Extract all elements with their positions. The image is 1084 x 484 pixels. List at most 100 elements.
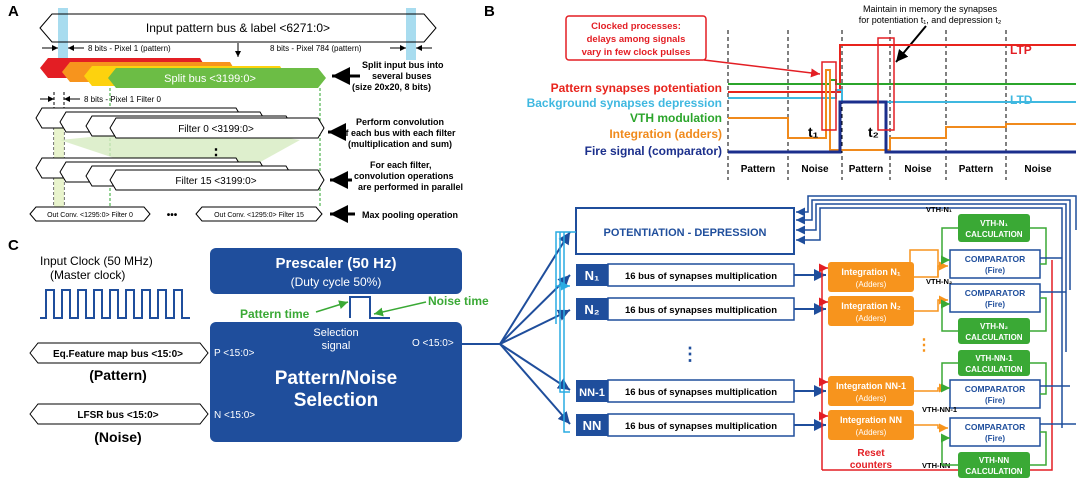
panel-a: A Input pattern bus & label <6271:0> 8 b… (8, 3, 463, 223)
mult-label-1: 16 bus of synapses multiplication (625, 271, 777, 282)
conv-note-2: of each bus with each filter (340, 128, 456, 138)
phase-5: Noise (1024, 164, 1052, 175)
noise-time-label: Noise time (428, 294, 489, 308)
pixel1-highlight (58, 8, 68, 60)
neuron-row-n: NN 16 bus of synapses multiplication (576, 413, 826, 437)
comparator-1: COMPARATOR (Fire) (949, 249, 1041, 279)
prescaler-box (210, 248, 462, 294)
integ-label-1: Integration N₁ (841, 267, 900, 277)
pixel1-label: 8 bits - Pixel 1 (pattern) (88, 44, 171, 53)
t1-window (821, 61, 837, 131)
integ-label-2: Integration N₂ (841, 301, 901, 311)
clock-waveform (40, 289, 190, 319)
pattern-label: (Pattern) (89, 367, 147, 383)
filter-bits-label: 8 bits - Pixel 1 Filter 0 (84, 95, 161, 104)
prescaler-sub: (Duty cycle 50%) (291, 275, 382, 289)
phase-4: Pattern (959, 164, 993, 175)
vth-calc-2-b: CALCULATION (965, 333, 1022, 342)
reset-2: counters (850, 460, 893, 471)
vth-label-n: VTH-NN (922, 461, 950, 470)
pixel784-highlight (406, 8, 416, 60)
split-note-1: Split input bus into (362, 60, 444, 70)
callout-1: Clocked processes: (591, 21, 681, 32)
pot-dep-label: POTENTIATION - DEPRESSION (604, 227, 767, 239)
clock-title: Input Clock (50 MHz) (40, 254, 153, 268)
out-conv-0-shape (29, 206, 151, 222)
memory-note-2: for potentiation t₁, and depression t₂ (859, 15, 1002, 25)
selection-signal-2: signal (322, 340, 351, 352)
selection-box (210, 322, 462, 442)
neuron-id-n-1: NN-1 (579, 387, 605, 399)
selection-title-1: Pattern/Noise (275, 368, 397, 389)
t2-label: t₂ (868, 124, 879, 140)
vth-calc-1-b: CALCULATION (965, 230, 1022, 239)
out-dots: ••• (167, 210, 178, 221)
n-port: N <15:0> (214, 410, 255, 421)
integration-n: Integration NN (Adders) (828, 410, 914, 440)
clocked-callout (565, 15, 707, 61)
noise-label: (Noise) (94, 429, 141, 445)
signal-potentiation (728, 44, 1076, 93)
filter-0-stack: Filter 0 <3199:0> (35, 107, 325, 139)
signal-label-4: Fire signal (comparator) (585, 144, 722, 158)
neuron-row-1: N₁ 16 bus of synapses multiplication (576, 263, 826, 287)
adders-label-n-1: (Adders) (856, 394, 887, 403)
panel-c-label: C (8, 237, 19, 254)
vth-calc-n-1-a: VTH-NN-1 (975, 354, 1013, 363)
neuron-ellipsis: ⋮ (681, 344, 699, 364)
out-conv-15-label: Out Conv. <1295:0> Filter 15 (214, 212, 304, 219)
memory-note-1: Maintain in memory the synapses (863, 4, 998, 14)
o-port: O <15:0> (412, 338, 454, 349)
split-bus-shape (108, 68, 326, 88)
signal-fire (728, 100, 1076, 154)
phase-3: Noise (904, 164, 932, 175)
panel-b: B Clocked processes: delays among signal… (484, 3, 1076, 180)
neuron-id-2: N₂ (584, 302, 599, 317)
signal-label-2: VTH modulation (630, 111, 722, 125)
selection-title-2: Selection (294, 390, 378, 411)
comparator-2: COMPARATOR (Fire) (949, 283, 1041, 313)
neuron-row-2: N₂ 16 bus of synapses multiplication (576, 297, 826, 321)
ltd-label: LTD (1010, 93, 1033, 107)
signal-integration (728, 69, 1076, 151)
neuron-id-1: N₁ (585, 268, 600, 283)
filter15-label: Filter 15 <3199:0> (175, 176, 256, 187)
comparator-n: COMPARATOR (Fire) (949, 417, 1041, 447)
eq-bus-label: Eq.Feature map bus <15:0> (53, 349, 183, 360)
mult-label-n-1: 16 bus of synapses multiplication (625, 387, 777, 398)
lfsr-bus-label: LFSR bus <15:0> (77, 410, 158, 421)
panel-b-label: B (484, 3, 495, 20)
integration-1: Integration N₁ (Adders) (828, 262, 914, 292)
out-conv-15-shape (195, 206, 323, 222)
vth-calc-1-a: VTH-N₁ (980, 219, 1008, 228)
clock-sub: (Master clock) (50, 268, 125, 282)
vth-label-n-1: VTH-NN-1 (922, 405, 957, 414)
mult-label-n: 16 bus of synapses multiplication (625, 421, 777, 432)
vth-calc-n-b: CALCULATION (965, 467, 1022, 476)
filter0-label: Filter 0 <3199:0> (178, 124, 254, 135)
pot-dep-box (575, 207, 795, 255)
signal-label-0: Pattern synapses potentiation (551, 81, 722, 95)
integ-label-n: Integration NN (840, 415, 902, 425)
split-bus-label: Split bus <3199:0> (164, 73, 256, 85)
eq-bus-shape (29, 342, 209, 364)
vth-calc-1: VTH-N₁ CALCULATION (958, 214, 1030, 242)
vth-label-1: VTH-N₁ (926, 205, 952, 214)
adders-label-2: (Adders) (856, 314, 887, 323)
conv-note-3: (multiplication and sum) (348, 139, 452, 149)
integration-n-1: Integration NN-1 (Adders) (828, 376, 914, 406)
comparator-1-label: COMPARATOR (965, 254, 1025, 264)
pixel784-label: 8 bits - Pixel 784 (pattern) (270, 44, 362, 53)
panel-a-label: A (8, 3, 19, 20)
selection-waveform (349, 296, 390, 319)
callout-3: vary in few clock pulses (582, 47, 691, 58)
fire-n-1-label: (Fire) (985, 396, 1005, 405)
pool-note: Max pooling operation (362, 210, 458, 220)
parallel-note-2: convolution operations (354, 171, 454, 181)
vth-calc-n-a: VTH-NN (979, 456, 1009, 465)
signal-vth (728, 79, 1076, 85)
out-conv-0-label: Out Conv. <1295:0> Filter 0 (47, 212, 133, 219)
t2-window (877, 37, 895, 131)
conv-note-1: Perform convolution (356, 117, 444, 127)
